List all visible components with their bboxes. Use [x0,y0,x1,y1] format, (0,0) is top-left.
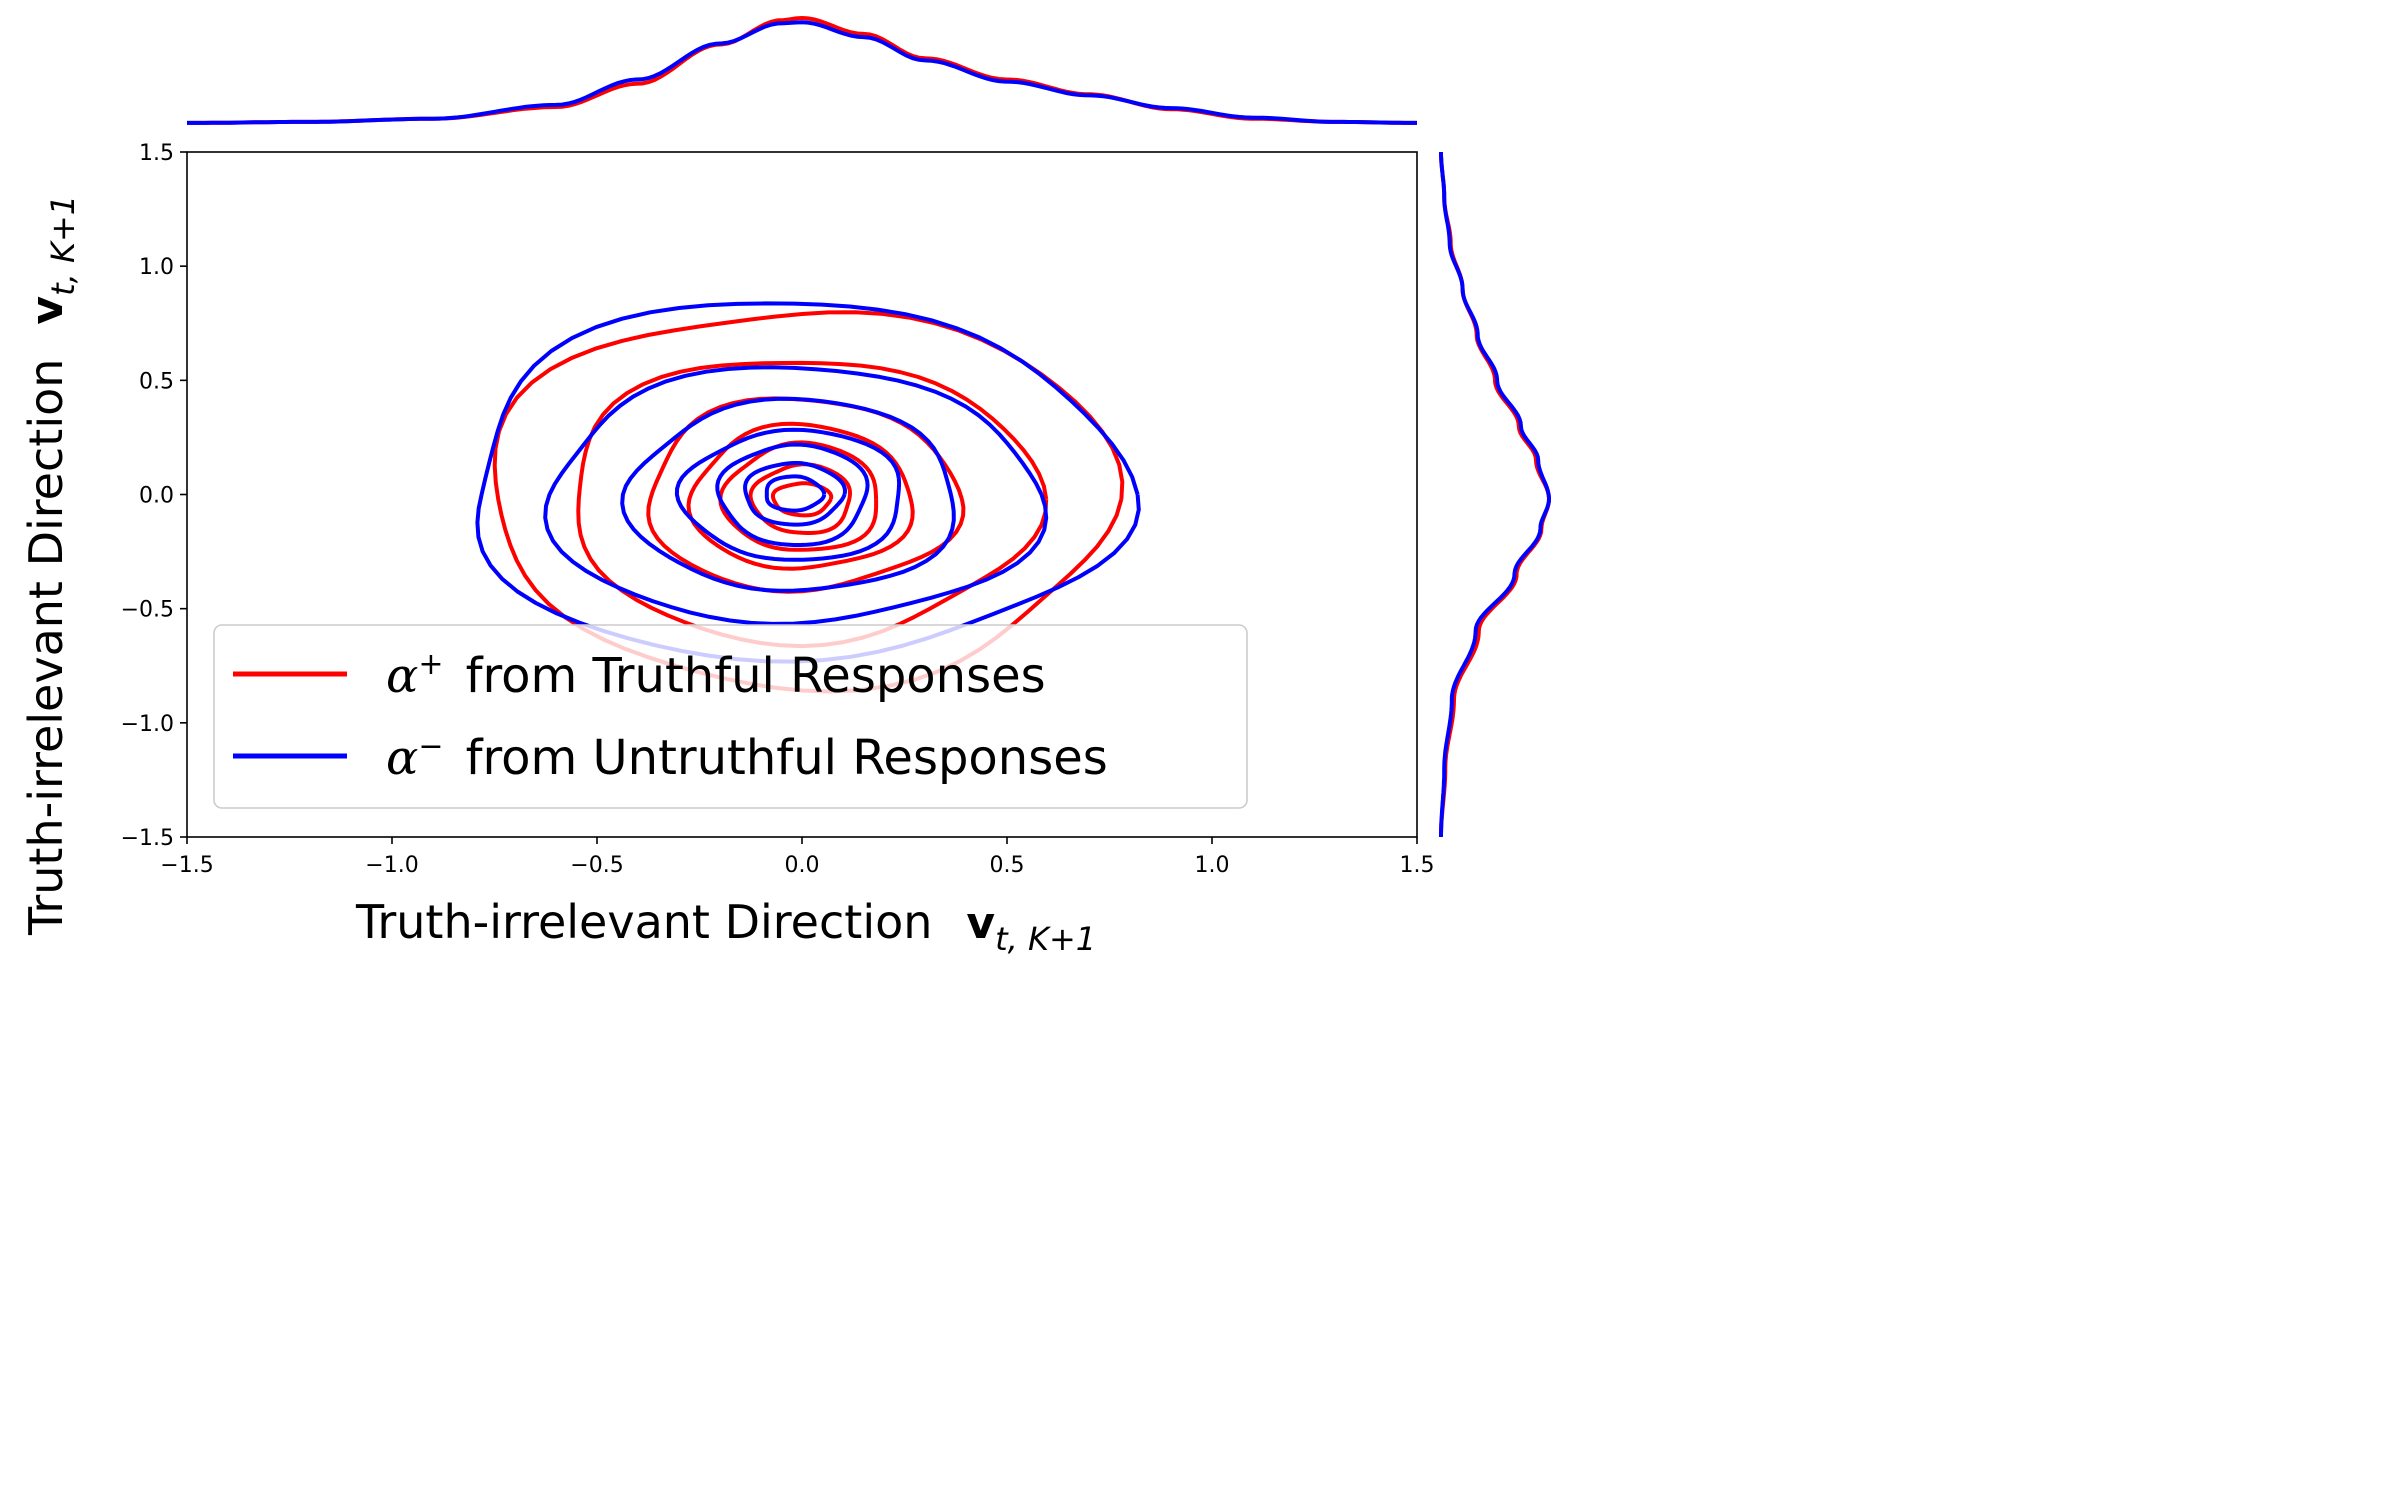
contour-truthful [748,462,852,535]
x-tick-label: −1.5 [160,853,213,878]
right-marginal-density [1439,152,1552,837]
x-tick-label: 0.5 [990,853,1025,878]
y-tick-label: 1.0 [139,255,174,280]
x-axis-label-vector: v [966,898,995,949]
top-marginal-density [187,15,1417,125]
legend-symbol-untruthful: α [386,730,418,786]
legend-box [213,624,1248,809]
legend-label-truthful: α+ from Truthful Responses [386,647,1046,704]
contour-untruthful [715,442,870,547]
y-tick-label: 0.5 [139,369,174,394]
y-tick-label: −0.5 [121,598,174,623]
y-axis-label-subscript: t, K+1 [44,195,82,296]
marginal-y-untruthful [1439,152,1552,837]
legend-name-untruthful: from Untruthful Responses [466,730,1108,786]
contour-untruthful [620,396,956,593]
x-axis-label-subscript: t, K+1 [995,920,1096,958]
x-tick-label: −0.5 [570,853,623,878]
y-axis-ticks: −1.5 −1.0 −0.5 0.0 0.5 1.0 1.5 [121,141,187,851]
legend-sup-truthful: + [418,647,443,682]
contour-untruthful [674,427,902,562]
y-tick-label: 0.0 [139,484,174,509]
x-axis-label-text: Truth-irrelevant Direction [355,895,932,949]
contour-untruthful [543,365,1049,626]
contour-truthful [576,360,1049,649]
y-tick-label: −1.0 [121,712,174,737]
y-axis-label-text: Truth-irrelevant Direction [19,359,73,936]
x-tick-label: 1.5 [1400,853,1435,878]
marginal-x-untruthful [187,20,1417,125]
x-axis-ticks: −1.5 −1.0 −0.5 0.0 0.5 1.0 1.5 [160,837,1435,878]
y-axis-label-vector: v [22,296,73,325]
legend-sup-untruthful: − [418,729,443,764]
y-tick-label: 1.5 [139,141,174,166]
contour-untruthful [764,474,827,513]
legend-name-truthful: from Truthful Responses [466,648,1046,704]
contour-untruthful [743,461,847,527]
contour-truthful [686,421,915,571]
x-tick-label: −1.0 [365,853,418,878]
x-axis-label: Truth-irrelevant Direction vt, K+1 [355,895,1096,958]
legend-label-untruthful: α−from Untruthful Responses [386,729,1108,786]
legend: α+from Truthful Responses α−from Untruth… [213,624,1248,809]
contour-plot-area [475,301,1141,694]
x-tick-label: 0.0 [785,853,820,878]
legend-symbol-truthful: α [386,648,418,704]
x-tick-label: 1.0 [1195,853,1230,878]
y-axis-label: Truth-irrelevant Direction vt, K+1 [19,195,82,936]
y-tick-label: −1.5 [121,826,174,851]
